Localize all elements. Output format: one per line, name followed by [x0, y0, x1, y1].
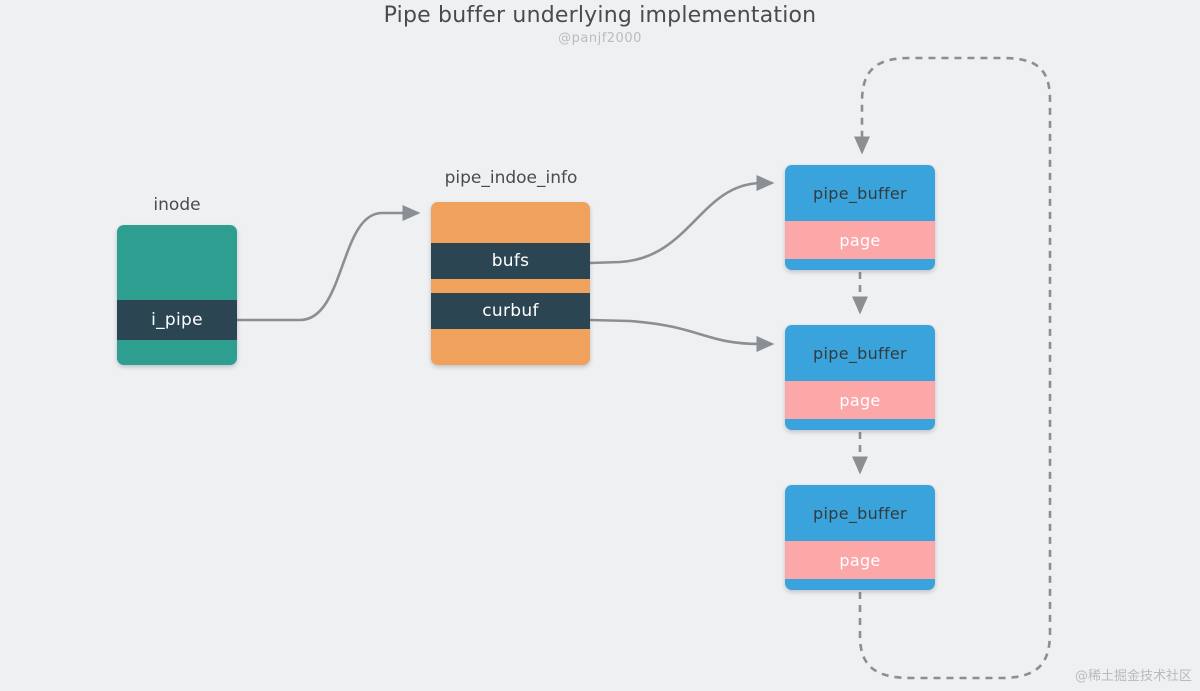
- edge-bufs-to-pipebuffer1: [589, 174, 775, 265]
- pipe-buffer-1-body-bottom: [785, 259, 935, 270]
- pipe-buffer-2-field-page[interactable]: page: [785, 381, 935, 419]
- pipe-buffer-3-title: pipe_buffer: [813, 503, 907, 523]
- watermark: @稀土掘金技术社区: [1074, 669, 1192, 684]
- node-pipe-buffer-3[interactable]: pipe_buffer page: [785, 485, 935, 590]
- node-pipe-buffer-2[interactable]: pipe_buffer page: [785, 325, 935, 430]
- inode-field-i-pipe[interactable]: i_pipe: [117, 300, 237, 340]
- edge-pipebuffer3-loopback: [853, 56, 1052, 680]
- node-pipe-buffer-1[interactable]: pipe_buffer page: [785, 165, 935, 270]
- node-pipe-inode-info[interactable]: bufs curbuf: [431, 202, 590, 365]
- pipe-buffer-1-title: pipe_buffer: [813, 183, 907, 203]
- pipe-buffer-3-field-page[interactable]: page: [785, 541, 935, 579]
- page-title: Pipe buffer underlying implementation: [383, 3, 817, 28]
- edge-ipipe-to-pipeinodeinfo: [237, 204, 421, 322]
- inode-body-top: [117, 225, 237, 300]
- pii-field-curbuf[interactable]: curbuf: [431, 293, 590, 329]
- pipe-inode-info-label: pipe_indoe_info: [444, 168, 578, 188]
- page-subtitle: @panjf2000: [558, 31, 642, 46]
- inode-body-bottom: [117, 340, 237, 365]
- pipe-buffer-3-body-bottom: [785, 579, 935, 590]
- inode-label: inode: [153, 195, 201, 215]
- pii-body-middle: [431, 279, 590, 293]
- pii-field-bufs[interactable]: bufs: [431, 243, 590, 279]
- node-inode[interactable]: i_pipe: [117, 225, 237, 365]
- pii-body-top: [431, 202, 590, 243]
- pii-body-bottom: [431, 329, 590, 365]
- pipe-buffer-2-body-bottom: [785, 419, 935, 430]
- pipe-buffer-2-title: pipe_buffer: [813, 343, 907, 363]
- pipe-buffer-1-field-page[interactable]: page: [785, 221, 935, 259]
- edge-curbuf-to-pipebuffer2: [589, 318, 775, 353]
